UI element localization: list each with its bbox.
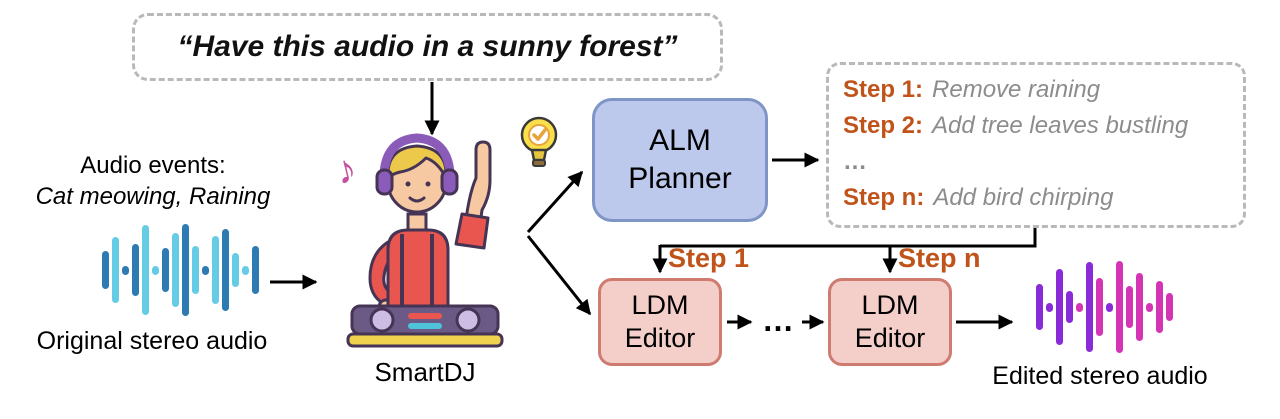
waveform-bar [101,251,109,289]
ldm-editor-2-line2: Editor [854,323,926,353]
dj-slider-red [408,313,442,319]
waveform-bar [1115,261,1123,353]
waveform-bar [1045,302,1053,312]
plan-step-text: Add tree leaves bustling [932,112,1189,139]
idea-lightbulb-icon [520,116,558,167]
waveform-bar [161,248,169,292]
alm-planner-line2: Planner [628,162,732,195]
dj-headphone-cup-right [440,168,459,196]
prompt-bubble: “Have this audio in a sunny forest” [132,13,723,81]
waveform-bar [1135,273,1143,341]
edited-audio-caption: Edited stereo audio [992,362,1208,390]
waveform-bar [121,265,129,275]
waveform-bar [1105,302,1113,312]
dj-smile [408,196,426,203]
waveform-bar [1095,278,1103,336]
smartdj-illustration: ♪ [331,133,504,348]
plan-step-ellipsis: … [843,148,867,175]
dj-eye-left [405,181,411,187]
dj-headphone-band [379,133,455,175]
plan-step-label: Step 1: [843,76,924,103]
dj-deck-base [346,332,504,348]
branch-label-step1: Step 1 [668,243,750,273]
dj-hair [386,144,448,180]
waveform-bar [1165,293,1173,321]
waveform-bar [181,224,189,316]
plan-step-row: Step n: Add bird chirping [843,180,1243,216]
plan-steps-box: Step 1: Remove raining Step 2: Add tree … [826,62,1246,228]
plan-step-label: Step 2: [843,112,924,139]
prompt-text: “Have this audio in a sunny forest” [177,30,678,63]
ldm-editor-1-line2: Editor [624,323,696,353]
plan-step-text: Remove raining [932,76,1101,103]
waveform-bar [1145,302,1153,312]
check-icon [532,128,547,141]
waveform-bar [171,233,179,307]
waveform-bar [201,265,209,275]
original-waveform [96,222,264,318]
dj-turntable-right [455,307,481,333]
waveform-bar [111,237,119,303]
smartdj-label: SmartDJ [374,357,476,387]
dj-sleeve [454,212,490,250]
music-note-icon: ♪ [331,146,361,194]
audio-events-title: Audio events: [80,152,226,179]
waveform-bar [1055,269,1063,345]
ldm-editor-box-2: LDM Editor [828,278,952,366]
branch-label-stepn: Step n [898,243,981,273]
alm-planner-box: ALM Planner [592,98,768,222]
waveform-bar [151,265,159,275]
dj-headphone-cup-left [375,168,394,196]
dj-eye-right [425,181,431,187]
plan-step-text: Add bird chirping [933,184,1114,211]
dj-turntable-left [369,307,395,333]
arrow-dj-to-ldm [526,235,592,316]
waveform-bar [221,229,229,311]
waveform-bar [241,265,249,275]
edited-waveform [1024,258,1184,356]
plan-step-row: Step 2: Add tree leaves bustling [843,108,1243,144]
ldm-chain-ellipsis: … [762,302,794,338]
waveform-bar [1035,284,1043,330]
ldm-editor-1-line1: LDM [631,290,689,320]
ldm-editor-box-1: LDM Editor [598,278,722,366]
waveform-bar [1065,291,1073,323]
dj-slider-blue [408,323,442,329]
audio-events-block: Audio events: Cat meowing, Raining [18,150,288,212]
waveform-bar [141,225,149,315]
arrow-dj-to-alm [526,170,584,234]
waveform-bar [131,244,139,296]
waveform-bar [1125,286,1133,328]
dj-shirt [386,228,450,314]
audio-events-value: Cat meowing, Raining [35,183,271,210]
plan-step-label: Step n: [843,184,925,211]
waveform-bar [251,246,259,294]
original-audio-caption: Original stereo audio [36,327,268,355]
ldm-editor-2-line1: LDM [861,290,919,320]
plan-step-row: … [843,144,1243,180]
waveform-bar [1075,302,1083,312]
waveform-bar [211,236,219,304]
waveform-bar [1155,281,1163,333]
waveform-bar [191,246,199,294]
plan-step-row: Step 1: Remove raining [843,72,1243,108]
waveform-bar [1085,262,1093,352]
waveform-bar [231,253,239,287]
alm-planner-line1: ALM [649,124,711,157]
